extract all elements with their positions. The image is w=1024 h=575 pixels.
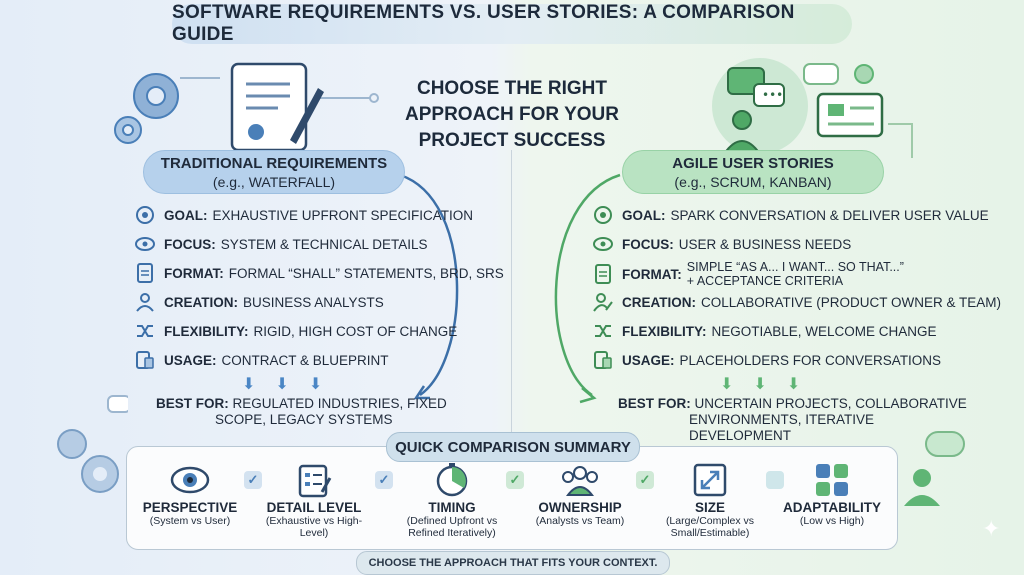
right-usage-row: USAGE:PLACEHOLDERS FOR CONVERSATIONS — [592, 349, 941, 371]
left-goal-row: GOAL:EXHAUSTIVE UPFRONT SPECIFICATION — [134, 204, 473, 226]
gear-icon — [133, 73, 179, 119]
right-goal-row: GOAL:SPARK CONVERSATION & DELIVER USER V… — [592, 204, 989, 226]
eye-icon — [138, 460, 242, 500]
gear-icon — [57, 429, 87, 459]
requirements-illustration — [114, 62, 379, 152]
left-curve-arrow — [399, 173, 459, 400]
eye-icon — [592, 233, 614, 255]
cards-icon — [592, 349, 614, 371]
right-format-row: FORMAT: SIMPLE “AS A... I WANT... SO THA… — [592, 260, 904, 288]
right-flexibility-row: FLEXIBILITY:NEGOTIABLE, WELCOME CHANGE — [592, 320, 937, 342]
check-icon — [766, 471, 784, 489]
stories-illustration: ••• — [712, 58, 913, 158]
target-icon — [592, 204, 614, 226]
chat-bubble-icon — [107, 395, 128, 413]
summary-item-adaptability: ADAPTABILITY (Low vs High) — [780, 460, 884, 527]
checklist-icon — [252, 460, 376, 500]
check-icon: ✓ — [244, 471, 262, 489]
right-creation-row: CREATION:COLLABORATIVE (PRODUCT OWNER & … — [592, 291, 1001, 313]
left-focus-row: FOCUS:SYSTEM & TECHNICAL DETAILS — [134, 233, 428, 255]
traditional-requirements-header: TRADITIONAL REQUIREMENTS (e.g., WATERFAL… — [143, 150, 405, 194]
svg-text:•••: ••• — [762, 88, 783, 102]
page-subtitle: CHOOSE THE RIGHT APPROACH FOR YOUR PROJE… — [405, 78, 619, 151]
person-edit-icon — [592, 291, 614, 313]
summary-panel — [126, 446, 898, 550]
shuffle-icon — [592, 320, 614, 342]
eye-icon — [134, 233, 156, 255]
blueprint-icon — [134, 349, 156, 371]
left-flexibility-row: FLEXIBILITY:RIGID, HIGH COST OF CHANGE — [134, 320, 457, 342]
chat-bubble-icon — [925, 431, 965, 457]
left-creation-row: CREATION:BUSINESS ANALYSTS — [134, 291, 384, 313]
timer-icon — [398, 460, 506, 500]
left-format-row: FORMAT:FORMAL “SHALL” STATEMENTS, BRD, S… — [134, 262, 504, 284]
summary-item-timing: TIMING (Defined Upfront vs Refined Itera… — [398, 460, 506, 539]
check-icon: ✓ — [375, 471, 393, 489]
blocks-icon — [780, 460, 884, 500]
right-down-arrows: ⬇⬇⬇ — [720, 376, 801, 393]
card-icon — [816, 92, 884, 138]
chat-bubble-icon: ••• — [727, 67, 785, 107]
resize-icon — [656, 460, 764, 500]
check-icon: ✓ — [506, 471, 524, 489]
agile-user-stories-header: AGILE USER STORIES (e.g., SCRUM, KANBAN) — [622, 150, 884, 194]
document-contract-icon — [230, 62, 324, 152]
center-divider — [511, 150, 512, 440]
sparkle-icon: ✦ — [982, 516, 1001, 541]
gear-small-icon — [114, 116, 142, 144]
left-down-arrows: ⬇⬇⬇ — [242, 376, 323, 393]
summary-item-perspective: PERSPECTIVE (System vs User) — [138, 460, 242, 527]
left-usage-row: USAGE:CONTRACT & BLUEPRINT — [134, 349, 389, 371]
check-icon: ✓ — [636, 471, 654, 489]
summary-item-detail-level: DETAIL LEVEL (Exhaustive vs High-Level) — [252, 460, 376, 539]
shuffle-icon — [134, 320, 156, 342]
person-icon — [913, 469, 931, 487]
gear-icon — [854, 64, 874, 84]
summary-item-size: SIZE (Large/Complex vs Small/Estimable) — [656, 460, 764, 539]
summary-title: QUICK COMPARISON SUMMARY — [386, 432, 640, 462]
right-best-for: BEST FOR: UNCERTAIN PROJECTS, COLLABORAT… — [618, 396, 967, 443]
footer-banner: CHOOSE THE APPROACH THAT FITS YOUR CONTE… — [356, 551, 670, 575]
chat-small-icon — [803, 63, 839, 85]
summary-item-ownership: OWNERSHIP (Analysts vs Team) — [528, 460, 632, 527]
gears-decoration — [57, 395, 128, 493]
page-title: SOFTWARE REQUIREMENTS VS. USER STORIES: … — [172, 2, 852, 45]
right-focus-row: FOCUS:USER & BUSINESS NEEDS — [592, 233, 851, 255]
left-best-for: BEST FOR: REGULATED INDUSTRIES, FIXED SC… — [156, 396, 447, 427]
document-icon — [134, 262, 156, 284]
right-curve-arrow — [554, 173, 621, 404]
person-icon — [134, 291, 156, 313]
target-icon — [134, 204, 156, 226]
group-icon — [528, 460, 632, 500]
document-icon — [592, 263, 614, 285]
user-chat-decoration — [904, 431, 965, 506]
